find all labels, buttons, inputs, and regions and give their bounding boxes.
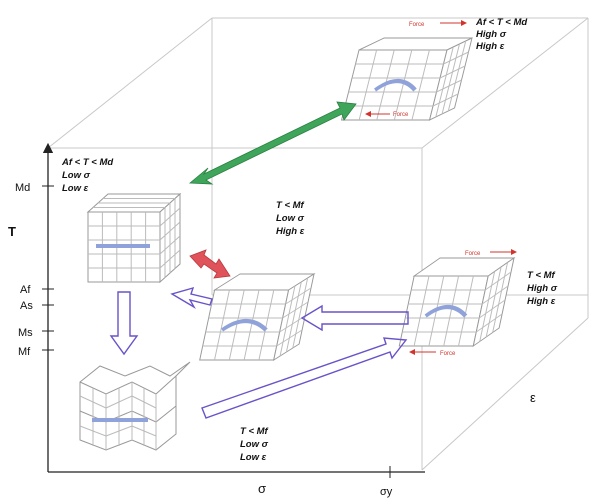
force-label-top-right-lower: Force [393,112,409,118]
purple-arrow-bottom-to-right [201,337,408,419]
svg-text:High ε: High ε [527,296,556,307]
svg-text:High σ: High σ [527,283,558,294]
af-label: Af [20,284,31,296]
force-label-right-upper: Force [465,251,481,257]
purple-arrow-down [109,291,139,356]
svg-text:Low σ: Low σ [62,170,91,181]
condition-bottom-left: T < Mf Low σ Low ε [240,426,269,463]
purple-arrow-right-to-middle [300,304,409,332]
svg-text:High σ: High σ [476,29,507,40]
sigma-axis-label: σ [258,481,266,496]
as-label: As [20,300,33,312]
epsilon-axis-label: ε [530,390,536,405]
cube-bottom-left [79,361,191,451]
t-axis-label: T [8,224,16,239]
svg-text:T < Mf: T < Mf [527,270,556,281]
svg-text:Low ε: Low ε [240,452,267,463]
svg-text:T < Mf: T < Mf [276,200,305,211]
cube-middle [199,273,316,361]
mf-label: Mf [18,346,31,358]
svg-text:Low σ: Low σ [240,439,269,450]
md-label: Md [15,182,30,194]
cube-right [398,256,516,348]
svg-text:High ε: High ε [476,41,505,52]
svg-text:Af < T < Md: Af < T < Md [475,17,527,28]
svg-text:Low ε: Low ε [62,183,89,194]
svg-text:Af < T < Md: Af < T < Md [61,157,113,168]
condition-middle: T < Mf Low σ High ε [276,200,305,237]
cube-top-right [340,37,473,121]
svg-text:High ε: High ε [276,226,305,237]
sigma-y-label: σy [380,486,393,498]
cube-left-upper [86,192,182,284]
condition-left-upper: Af < T < Md Low σ Low ε [61,157,113,194]
svg-text:Low σ: Low σ [276,213,305,224]
svg-text:T < Mf: T < Mf [240,426,269,437]
force-label-right-lower: Force [440,351,456,357]
red-double-arrow [189,249,231,279]
green-double-arrow [188,101,357,185]
purple-arrow-middle-to-left [170,286,213,309]
force-label-top-right-upper: Force [409,22,425,28]
condition-top-right: Af < T < Md High σ High ε [475,17,527,52]
ms-label: Ms [18,327,33,339]
condition-right: T < Mf High σ High ε [527,270,558,307]
